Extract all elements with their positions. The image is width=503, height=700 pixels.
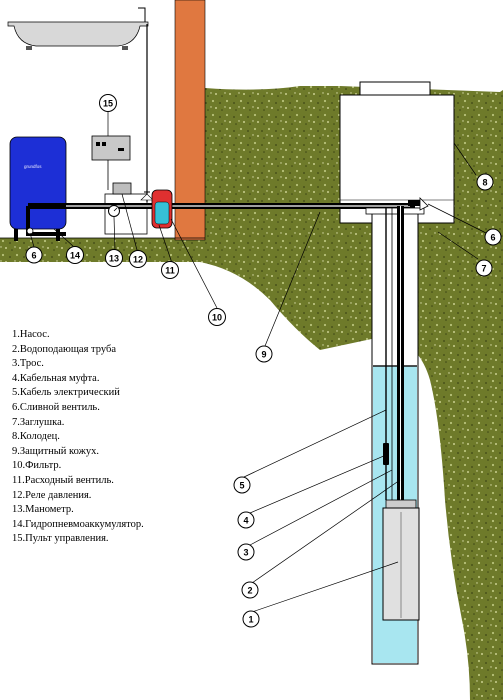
callout-1: 1 xyxy=(242,610,260,628)
house-floor-ground xyxy=(0,238,205,260)
well-cap xyxy=(408,200,422,206)
callout-7: 7 xyxy=(475,259,493,277)
svg-text:8: 8 xyxy=(482,178,487,188)
legend-item: 14.Гидропневмоаккумулятор. xyxy=(12,518,144,530)
svg-text:10: 10 xyxy=(212,313,222,323)
callout-8: 8 xyxy=(476,173,494,191)
legend-item: 1.Насос. xyxy=(12,329,50,340)
callout-14: 14 xyxy=(66,246,84,264)
callout-6-right: 6 xyxy=(484,228,502,246)
svg-text:7: 7 xyxy=(481,264,486,274)
svg-text:11: 11 xyxy=(165,266,175,276)
brick-wall xyxy=(174,0,206,241)
svg-text:9: 9 xyxy=(261,350,266,360)
legend-item: 3.Трос. xyxy=(12,358,44,370)
legend-item: 12.Реле давления. xyxy=(12,489,92,501)
svg-text:15: 15 xyxy=(103,99,113,109)
svg-text:3: 3 xyxy=(243,548,248,558)
pressure-relay xyxy=(112,182,132,195)
control-panel xyxy=(91,135,131,190)
legend-item: 11.Расходный вентиль. xyxy=(12,474,114,486)
svg-text:12: 12 xyxy=(133,255,143,265)
callout-2: 2 xyxy=(241,581,259,599)
legend-item: 5.Кабель электрический xyxy=(12,387,120,399)
svg-text:2: 2 xyxy=(247,586,252,596)
callout-3: 3 xyxy=(237,543,255,561)
callout-11: 11 xyxy=(161,261,179,279)
legend-item: 9.Защитный кожух. xyxy=(12,445,99,457)
legend-item: 4.Кабельная муфта. xyxy=(12,372,100,384)
svg-text:4: 4 xyxy=(243,516,248,526)
callout-markers: 15 8 6 7 14 6 13 12 11 10 9 5 4 3 2 1 xyxy=(25,94,502,628)
svg-text:1: 1 xyxy=(248,615,253,625)
accumulator-tank: grundfos xyxy=(9,136,67,241)
well-head xyxy=(339,81,455,224)
svg-text:14: 14 xyxy=(70,251,80,261)
legend-item: 2.Водоподающая труба xyxy=(12,343,116,355)
tank-brand-label: grundfos xyxy=(24,164,42,169)
legend-item: 13.Манометр. xyxy=(12,504,74,516)
bathtub xyxy=(7,7,149,50)
callout-12: 12 xyxy=(129,250,147,268)
callout-6-left: 6 xyxy=(25,246,43,264)
legend-item: 7.Заглушка. xyxy=(12,416,65,428)
callout-5: 5 xyxy=(233,476,251,494)
callout-9: 9 xyxy=(255,345,273,363)
legend-item: 6.Сливной вентиль. xyxy=(12,401,100,413)
svg-text:6: 6 xyxy=(490,233,495,243)
svg-text:6: 6 xyxy=(31,251,36,261)
drain-valve-right xyxy=(419,197,429,211)
legend-item: 8.Колодец. xyxy=(12,431,60,443)
legend-item: 10.Фильтр. xyxy=(12,460,62,472)
svg-text:5: 5 xyxy=(239,481,244,491)
callout-leaders xyxy=(29,111,487,613)
callout-10: 10 xyxy=(208,308,226,326)
submersible-pump xyxy=(382,499,420,621)
callout-15: 15 xyxy=(99,94,117,112)
legend-list: 1.Насос. 2.Водоподающая труба 3.Трос. 4.… xyxy=(12,328,212,547)
svg-text:13: 13 xyxy=(109,254,119,264)
outlet-valve xyxy=(140,191,154,201)
callout-13: 13 xyxy=(105,249,123,267)
cable-coupling xyxy=(383,443,389,465)
filter xyxy=(151,189,173,229)
legend-item: 15.Пульт управления. xyxy=(12,533,109,545)
callout-4: 4 xyxy=(237,511,255,529)
tank-connector xyxy=(26,206,66,236)
